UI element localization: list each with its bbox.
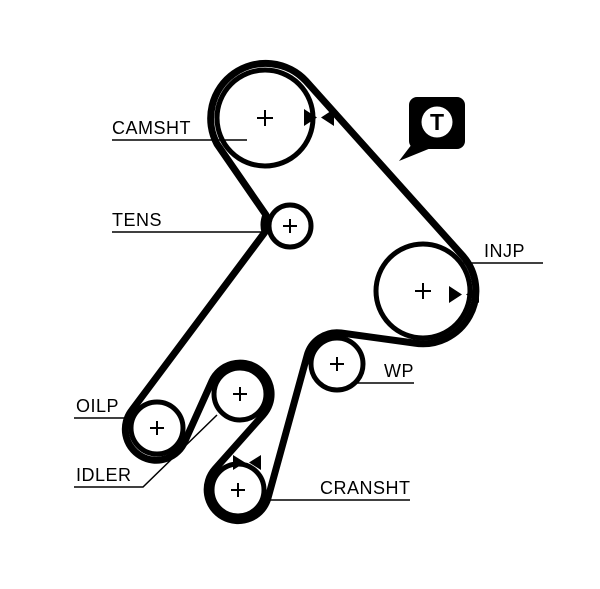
camsht-label: CAMSHT — [112, 118, 191, 138]
cransht-mark-right-icon — [233, 455, 245, 470]
timing-tool-badge-letter: T — [430, 109, 444, 135]
injp-timing-marks — [449, 286, 479, 303]
wp-label: WP — [384, 361, 414, 381]
camsht-mark-right-icon — [304, 109, 317, 126]
wp-center-cross — [330, 357, 344, 371]
injp-mark-left-icon — [466, 286, 479, 303]
timing-tool-badge-tail — [399, 144, 431, 161]
idler-leader-line — [74, 414, 218, 488]
injp-label: INJP — [484, 241, 525, 261]
timing-tool-badge: T — [399, 97, 465, 161]
timing-belt-path — [121, 59, 480, 525]
cransht-label: CRANSHT — [320, 478, 411, 498]
injp-mark-right-icon — [449, 286, 462, 303]
camsht-mark-left-icon — [321, 109, 334, 126]
oilp-center-cross — [150, 421, 164, 435]
tens-label: TENS — [112, 210, 162, 230]
tens-center-cross — [283, 219, 297, 233]
camsht-timing-marks — [304, 109, 334, 126]
timing-tool-badge-circle — [421, 106, 453, 138]
camsht-center-cross — [257, 110, 273, 126]
cransht-timing-marks — [233, 455, 261, 470]
idler-center-cross — [233, 387, 247, 401]
idler-label: IDLER — [76, 465, 132, 485]
cransht-mark-left-icon — [249, 455, 261, 470]
oilp-label: OILP — [76, 396, 119, 416]
cransht-center-cross — [231, 483, 245, 497]
injp-center-cross — [415, 283, 431, 299]
